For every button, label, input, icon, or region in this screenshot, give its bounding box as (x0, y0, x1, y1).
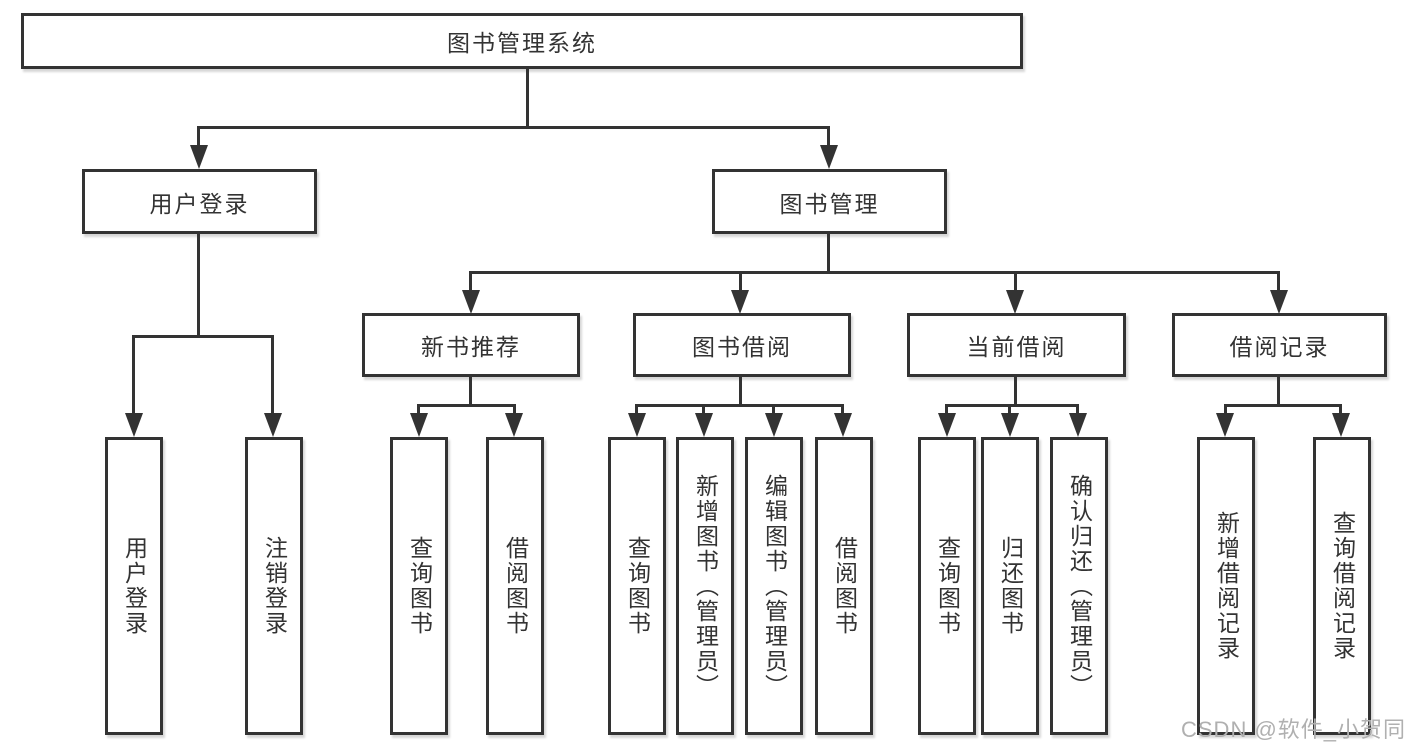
arrow-down-icon (125, 413, 143, 437)
leaf-borrow-books: 借阅图书 (815, 437, 873, 735)
arrow-down-icon (628, 413, 646, 437)
leaf-label: 编辑图书（管理员） (761, 473, 788, 699)
connector-line (417, 404, 420, 415)
connector-line (132, 335, 274, 338)
arrow-down-icon (410, 413, 428, 437)
connector-line (513, 404, 516, 415)
connector-line (635, 404, 638, 415)
leaf-label: 借阅图书 (502, 536, 529, 636)
node-label: 新书推荐 (421, 334, 521, 360)
node-user-login: 用户登录 (82, 169, 317, 234)
arrow-down-icon (695, 413, 713, 437)
connector-line (702, 404, 705, 415)
leaf-label: 查询借阅记录 (1329, 511, 1356, 661)
connector-line (526, 69, 529, 129)
arrow-down-icon (820, 145, 838, 169)
connector-line (945, 404, 1079, 407)
leaf-label: 借阅图书 (831, 536, 858, 636)
node-label: 图书管理 (779, 190, 880, 217)
connector-line (827, 126, 830, 151)
leaf-logout: 注销登录 (245, 437, 303, 735)
connector-line (841, 404, 844, 415)
node-new-book-recommend: 新书推荐 (362, 313, 580, 377)
leaf-user-login: 用户登录 (105, 437, 163, 735)
leaf-label: 确认归还（管理员） (1066, 473, 1093, 699)
node-book-borrowing: 图书借阅 (633, 313, 851, 377)
connector-line (197, 126, 200, 151)
connector-line (1014, 377, 1017, 406)
connector-line (739, 377, 742, 406)
leaf-return-books: 归还图书 (981, 437, 1039, 735)
leaf-label: 查询图书 (934, 536, 961, 636)
leaf-label: 注销登录 (261, 536, 288, 636)
leaf-label: 新增借阅记录 (1213, 511, 1240, 661)
arrow-down-icon (190, 145, 208, 169)
arrow-down-icon (264, 413, 282, 437)
leaf-add-books-admin: 新增图书（管理员） (676, 437, 734, 735)
connector-line (1339, 404, 1342, 415)
leaf-label: 新增图书（管理员） (692, 473, 719, 699)
node-label: 用户登录 (149, 190, 250, 217)
connector-line (1224, 404, 1227, 415)
leaf-borrow-query-books: 查询图书 (608, 437, 666, 735)
node-book-management: 图书管理 (712, 169, 947, 234)
connector-line (635, 404, 844, 407)
connector-line (1014, 271, 1017, 291)
connector-line (945, 404, 948, 415)
arrow-down-icon (765, 413, 783, 437)
arrow-down-icon (505, 413, 523, 437)
connector-line (469, 377, 472, 407)
leaf-add-borrow-record: 新增借阅记录 (1197, 437, 1255, 735)
arrow-down-icon (938, 413, 956, 437)
arrow-down-icon (1332, 413, 1350, 437)
arrow-down-icon (462, 290, 480, 314)
arrow-down-icon (1006, 290, 1024, 314)
leaf-newbook-query-books: 查询图书 (390, 437, 448, 735)
connector-line (827, 234, 830, 273)
connector-line (271, 335, 274, 417)
arrow-down-icon (1270, 290, 1288, 314)
leaf-query-borrow-record: 查询借阅记录 (1313, 437, 1371, 735)
leaf-confirm-return-admin: 确认归还（管理员） (1050, 437, 1108, 735)
node-library-system: 图书管理系统 (21, 13, 1023, 69)
connector-line (1277, 271, 1280, 291)
node-label: 图书管理系统 (447, 30, 597, 56)
connector-line (739, 271, 742, 291)
connector-line (1008, 404, 1011, 415)
node-current-borrowing: 当前借阅 (907, 313, 1126, 377)
connector-line (197, 234, 200, 338)
arrow-down-icon (731, 290, 749, 314)
connector-line (132, 335, 135, 417)
csdn-watermark: CSDN @软件_小贺同学 (1181, 717, 1405, 742)
leaf-newbook-borrow-books: 借阅图书 (486, 437, 544, 735)
node-label: 当前借阅 (966, 334, 1067, 360)
connector-line (197, 126, 830, 129)
leaf-label: 用户登录 (121, 536, 148, 636)
node-label: 借阅记录 (1229, 334, 1330, 360)
leaf-label: 查询图书 (624, 536, 651, 636)
connector-line (469, 271, 472, 291)
connector-line (417, 404, 516, 407)
connector-line (1224, 404, 1342, 407)
leaf-current-query-books: 查询图书 (918, 437, 976, 735)
arrow-down-icon (1216, 413, 1234, 437)
connector-line (1277, 377, 1280, 406)
node-borrow-records: 借阅记录 (1172, 313, 1387, 377)
connector-line (1076, 404, 1079, 415)
leaf-edit-books-admin: 编辑图书（管理员） (745, 437, 803, 735)
arrow-down-icon (1069, 413, 1087, 437)
arrow-down-icon (834, 413, 852, 437)
connector-line (469, 271, 1280, 274)
node-label: 图书借阅 (692, 334, 792, 360)
connector-line (772, 404, 775, 415)
leaf-label: 归还图书 (997, 536, 1024, 636)
arrow-down-icon (1001, 413, 1019, 437)
leaf-label: 查询图书 (406, 536, 433, 636)
